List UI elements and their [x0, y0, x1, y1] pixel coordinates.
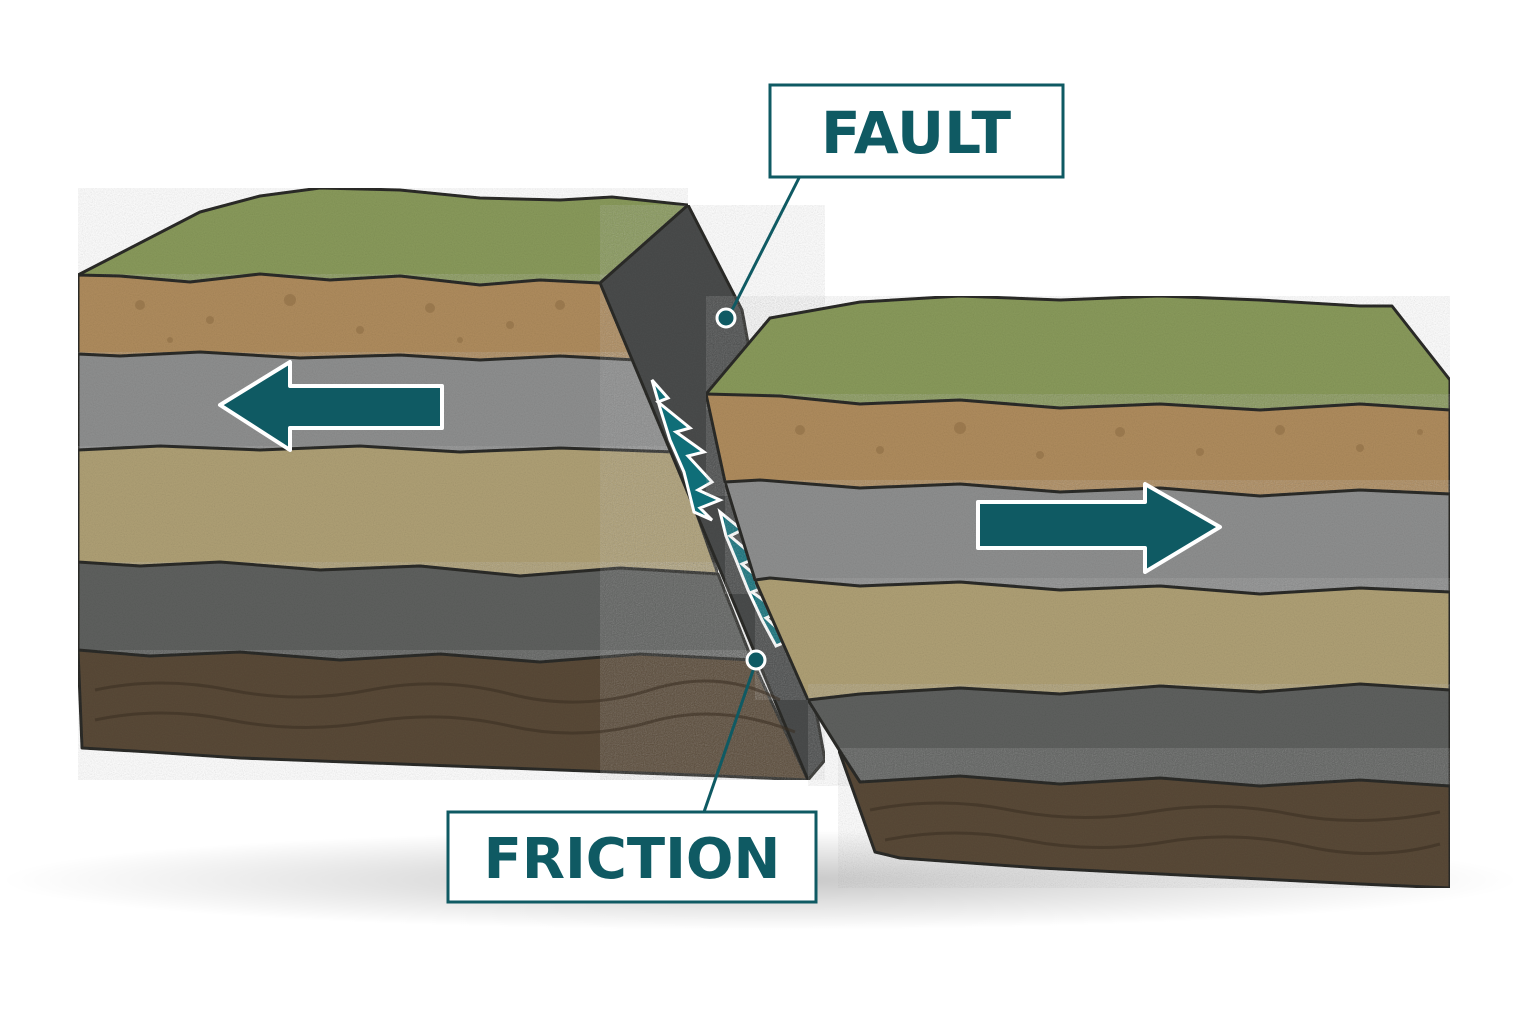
left-sandstone-layer: [76, 444, 720, 578]
left-topsoil-layer: [76, 272, 639, 362]
bedrock-wave-texture: [94, 679, 1441, 855]
fault-callout: FAULT: [715, 83, 1065, 329]
friction-leader-dot: [745, 649, 767, 671]
left-dark-rock-layer: [76, 560, 754, 664]
right-sandstone-layer: [753, 576, 1452, 702]
right-topsoil-layer: [704, 392, 1452, 498]
left-crust-block: [76, 186, 827, 782]
left-motion-arrow: [218, 360, 444, 452]
fault-leader-line: [726, 175, 802, 319]
fault-leader-dot: [715, 307, 737, 329]
right-dark-rock-layer: [806, 682, 1452, 788]
right-motion-arrow: [976, 482, 1222, 574]
left-bedrock-layer: [76, 648, 810, 782]
pebble-texture: [135, 294, 1423, 459]
friction-label: FRICTION: [484, 827, 781, 892]
right-bedrock-layer: [836, 746, 1452, 890]
right-crust-block: [704, 294, 1452, 890]
friction-label-box: [446, 810, 818, 904]
friction-leader-line: [702, 661, 758, 813]
fault-label-box: [768, 83, 1065, 179]
friction-callout: FRICTION: [446, 649, 818, 904]
right-grass-surface: [704, 294, 1452, 412]
fault-label: FAULT: [821, 99, 1012, 167]
left-grass-surface: [76, 186, 690, 287]
